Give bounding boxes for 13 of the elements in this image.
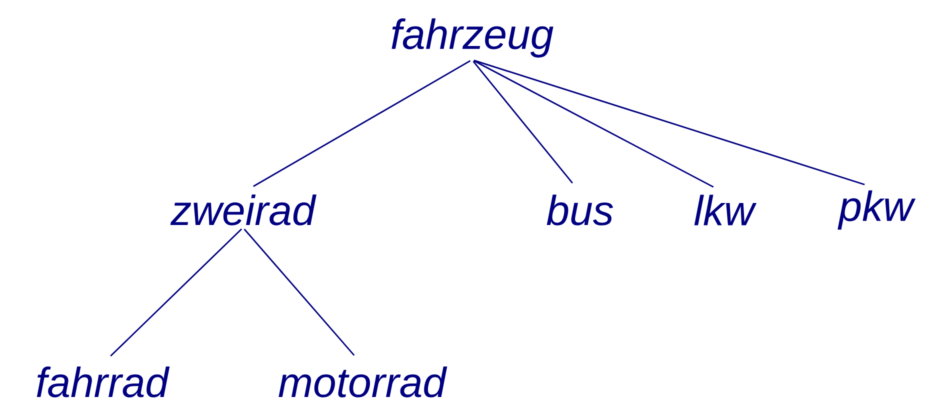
tree-label: fahrrad	[36, 366, 170, 398]
tree-label: pkw	[838, 190, 916, 230]
tree-branch	[244, 228, 355, 356]
tree-branch	[473, 60, 714, 188]
tree-label: zweirad	[170, 194, 316, 226]
tree-branch	[253, 60, 471, 187]
tree-label: bus	[546, 194, 613, 226]
tree-label: motorrad	[278, 366, 448, 398]
tree-label: lkw	[694, 194, 757, 226]
tree-branch	[110, 228, 242, 357]
tree-branch	[474, 60, 865, 186]
tree-branch	[472, 60, 574, 184]
tree-label: fahrzeug	[392, 18, 554, 58]
